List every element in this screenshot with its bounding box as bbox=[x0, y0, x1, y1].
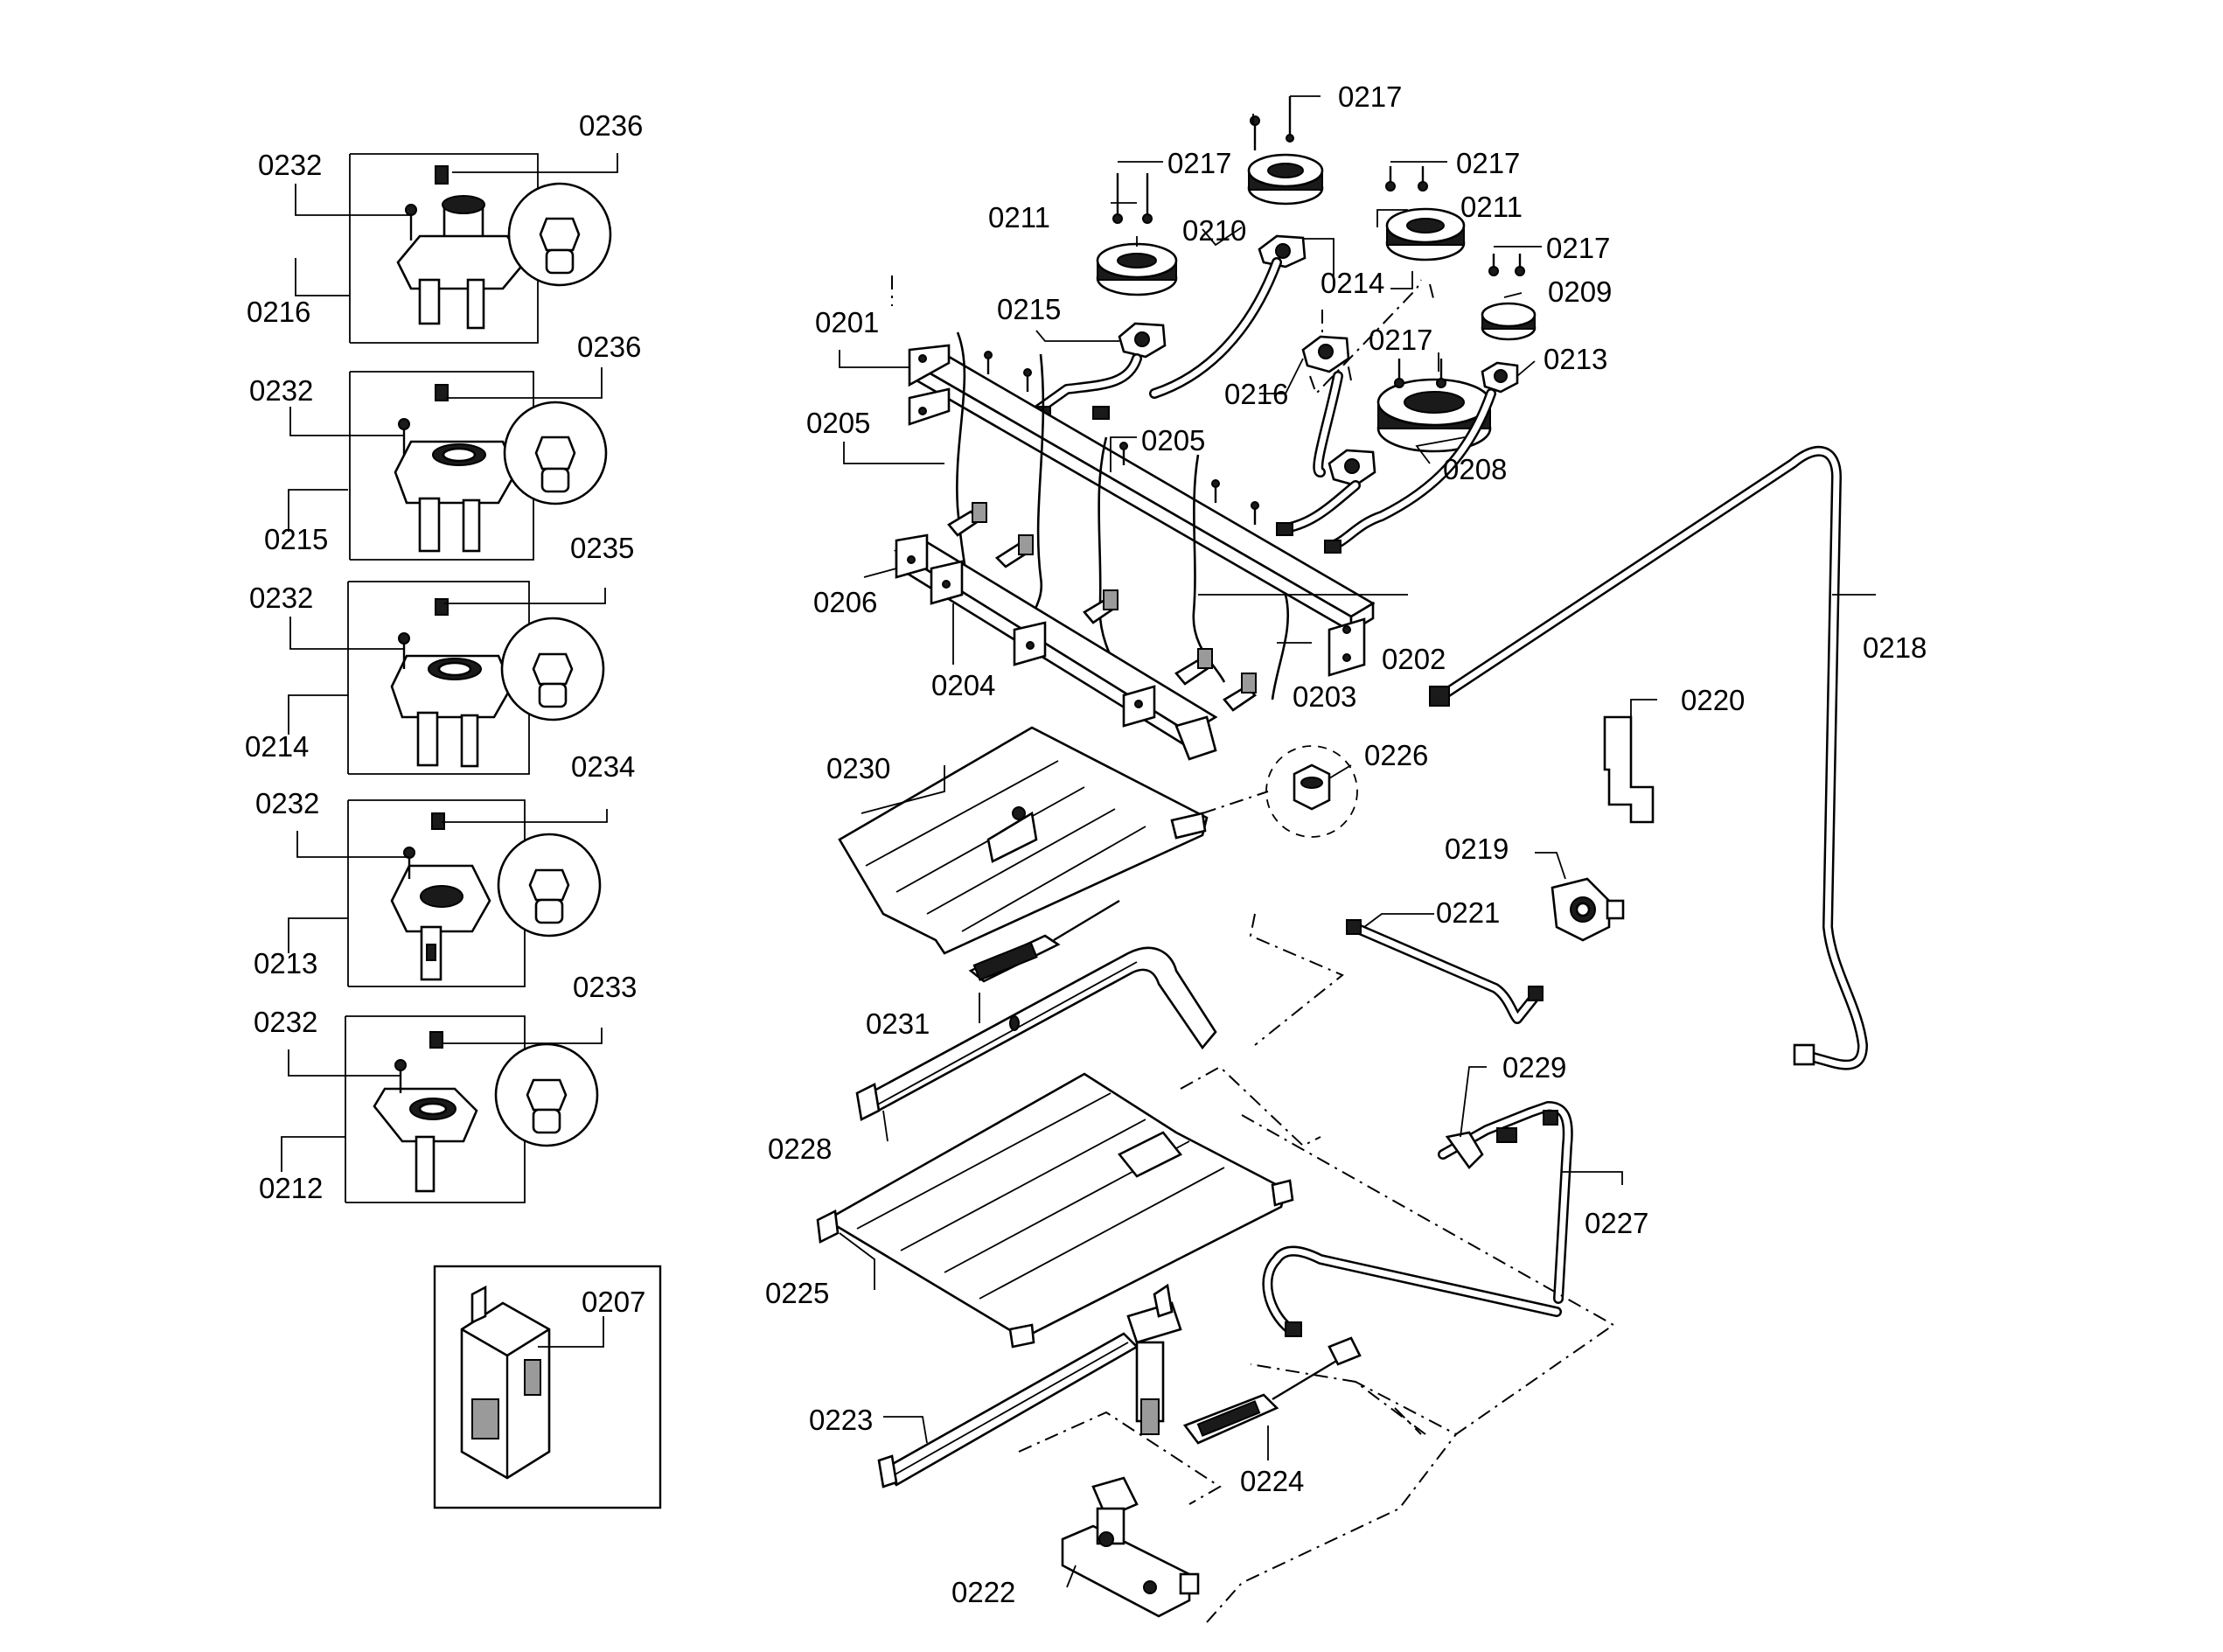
label-0220: 0220 bbox=[1681, 684, 1745, 716]
label-0219: 0219 bbox=[1445, 833, 1509, 865]
burner-cap-0208 bbox=[1376, 378, 1492, 453]
igniter-0224 bbox=[1182, 1336, 1362, 1445]
label-0208: 0208 bbox=[1443, 453, 1507, 485]
label-0213-b: 0213 bbox=[1544, 343, 1607, 375]
gas-tube-0227 bbox=[1438, 1101, 1573, 1304]
label-0229: 0229 bbox=[1502, 1051, 1566, 1084]
label-0212: 0212 bbox=[259, 1172, 323, 1204]
spark-module-panel-0207 bbox=[433, 1265, 662, 1509]
label-0211-a: 0211 bbox=[988, 201, 1050, 234]
label-0225: 0225 bbox=[765, 1277, 829, 1309]
gas-tubes-top bbox=[1031, 257, 1496, 554]
burner-tube-0223 bbox=[877, 1283, 1182, 1488]
burner-cap-0209 bbox=[1481, 302, 1537, 341]
label-0206: 0206 bbox=[813, 586, 877, 618]
label-0205-b: 0205 bbox=[1141, 424, 1205, 457]
label-0205-a: 0205 bbox=[806, 407, 870, 439]
label-0231: 0231 bbox=[866, 1007, 930, 1040]
hidden-lines bbox=[891, 275, 1615, 1623]
callout-labels: 0236 0232 0216 0236 0232 0215 0235 0232 … bbox=[245, 80, 1927, 1608]
label-0224: 0224 bbox=[1240, 1465, 1304, 1497]
label-0221: 0221 bbox=[1436, 896, 1500, 929]
burner-cap-0211-right bbox=[1385, 207, 1466, 261]
valve-panel-0215 bbox=[349, 371, 608, 561]
bracket-0220 bbox=[1603, 715, 1655, 824]
label-0236-a: 0236 bbox=[579, 109, 643, 142]
label-0215-b: 0215 bbox=[997, 293, 1061, 325]
valve-0208-base bbox=[1328, 449, 1376, 487]
label-0217-b: 0217 bbox=[1167, 147, 1231, 179]
label-0204: 0204 bbox=[931, 669, 995, 701]
label-0223: 0223 bbox=[809, 1404, 873, 1436]
manifold-bar bbox=[908, 344, 1376, 677]
gas-tube-0221 bbox=[1346, 919, 1544, 1024]
regulator-0219 bbox=[1551, 877, 1625, 942]
valve-panel-0214 bbox=[347, 581, 605, 775]
label-0216-a: 0216 bbox=[247, 296, 310, 328]
valve-0216-top bbox=[1301, 335, 1350, 373]
label-0214-b: 0214 bbox=[1321, 267, 1384, 299]
label-0214-a: 0214 bbox=[245, 730, 309, 763]
label-0230: 0230 bbox=[826, 752, 890, 784]
leader-lines bbox=[281, 95, 1876, 1588]
label-0228: 0228 bbox=[768, 1133, 832, 1165]
label-0217-e: 0217 bbox=[1369, 324, 1432, 356]
label-0217-c: 0217 bbox=[1456, 147, 1520, 179]
valve-panel-0212 bbox=[345, 1015, 599, 1203]
label-0207: 0207 bbox=[582, 1286, 645, 1318]
label-0232-a: 0232 bbox=[258, 149, 322, 181]
valve-0213-top bbox=[1481, 361, 1519, 394]
valve-0214-top bbox=[1258, 234, 1307, 268]
label-0211-b: 0211 bbox=[1460, 191, 1523, 223]
label-0233: 0233 bbox=[573, 971, 637, 1003]
igniter-0231 bbox=[968, 899, 1120, 983]
label-0218: 0218 bbox=[1863, 631, 1927, 664]
label-0217-a: 0217 bbox=[1338, 80, 1402, 113]
label-0216-b: 0216 bbox=[1224, 378, 1288, 410]
label-0209: 0209 bbox=[1548, 275, 1612, 308]
gas-tube-lower bbox=[1262, 1245, 1562, 1337]
label-0210: 0210 bbox=[1182, 214, 1246, 247]
label-0226: 0226 bbox=[1364, 739, 1428, 771]
valve-0215-top bbox=[1118, 322, 1167, 359]
burner-cap-0210 bbox=[1247, 153, 1324, 206]
burner-tube-0228 bbox=[855, 946, 1217, 1121]
label-0222: 0222 bbox=[951, 1576, 1015, 1608]
label-0234: 0234 bbox=[571, 750, 635, 783]
label-0236-b: 0236 bbox=[577, 331, 641, 363]
burner-shield-0230 bbox=[838, 726, 1209, 955]
injectors bbox=[947, 502, 1258, 712]
screws-0217 bbox=[1112, 96, 1525, 388]
label-0202: 0202 bbox=[1382, 643, 1446, 675]
safety-valve-0222 bbox=[1061, 1476, 1200, 1618]
label-0235: 0235 bbox=[570, 532, 634, 564]
label-0213-a: 0213 bbox=[254, 947, 317, 979]
label-0227: 0227 bbox=[1585, 1207, 1648, 1239]
label-0201: 0201 bbox=[815, 306, 879, 338]
label-0232-c: 0232 bbox=[249, 582, 313, 614]
nut-0226 bbox=[1265, 745, 1358, 838]
label-0215-a: 0215 bbox=[264, 523, 328, 555]
label-0232-d: 0232 bbox=[255, 787, 319, 819]
label-0232-e: 0232 bbox=[254, 1006, 317, 1038]
lower-manifold-bar bbox=[893, 533, 1218, 761]
label-0232-b: 0232 bbox=[249, 374, 313, 407]
valve-panel-0216 bbox=[349, 153, 612, 344]
valve-panel-0213 bbox=[347, 799, 602, 987]
gas-tube-0218 bbox=[1429, 445, 1868, 1070]
burner-cap-0211-left bbox=[1096, 242, 1178, 296]
burner-shield-0225 bbox=[816, 1072, 1294, 1349]
label-0203: 0203 bbox=[1293, 680, 1356, 713]
label-0217-d: 0217 bbox=[1546, 232, 1610, 264]
